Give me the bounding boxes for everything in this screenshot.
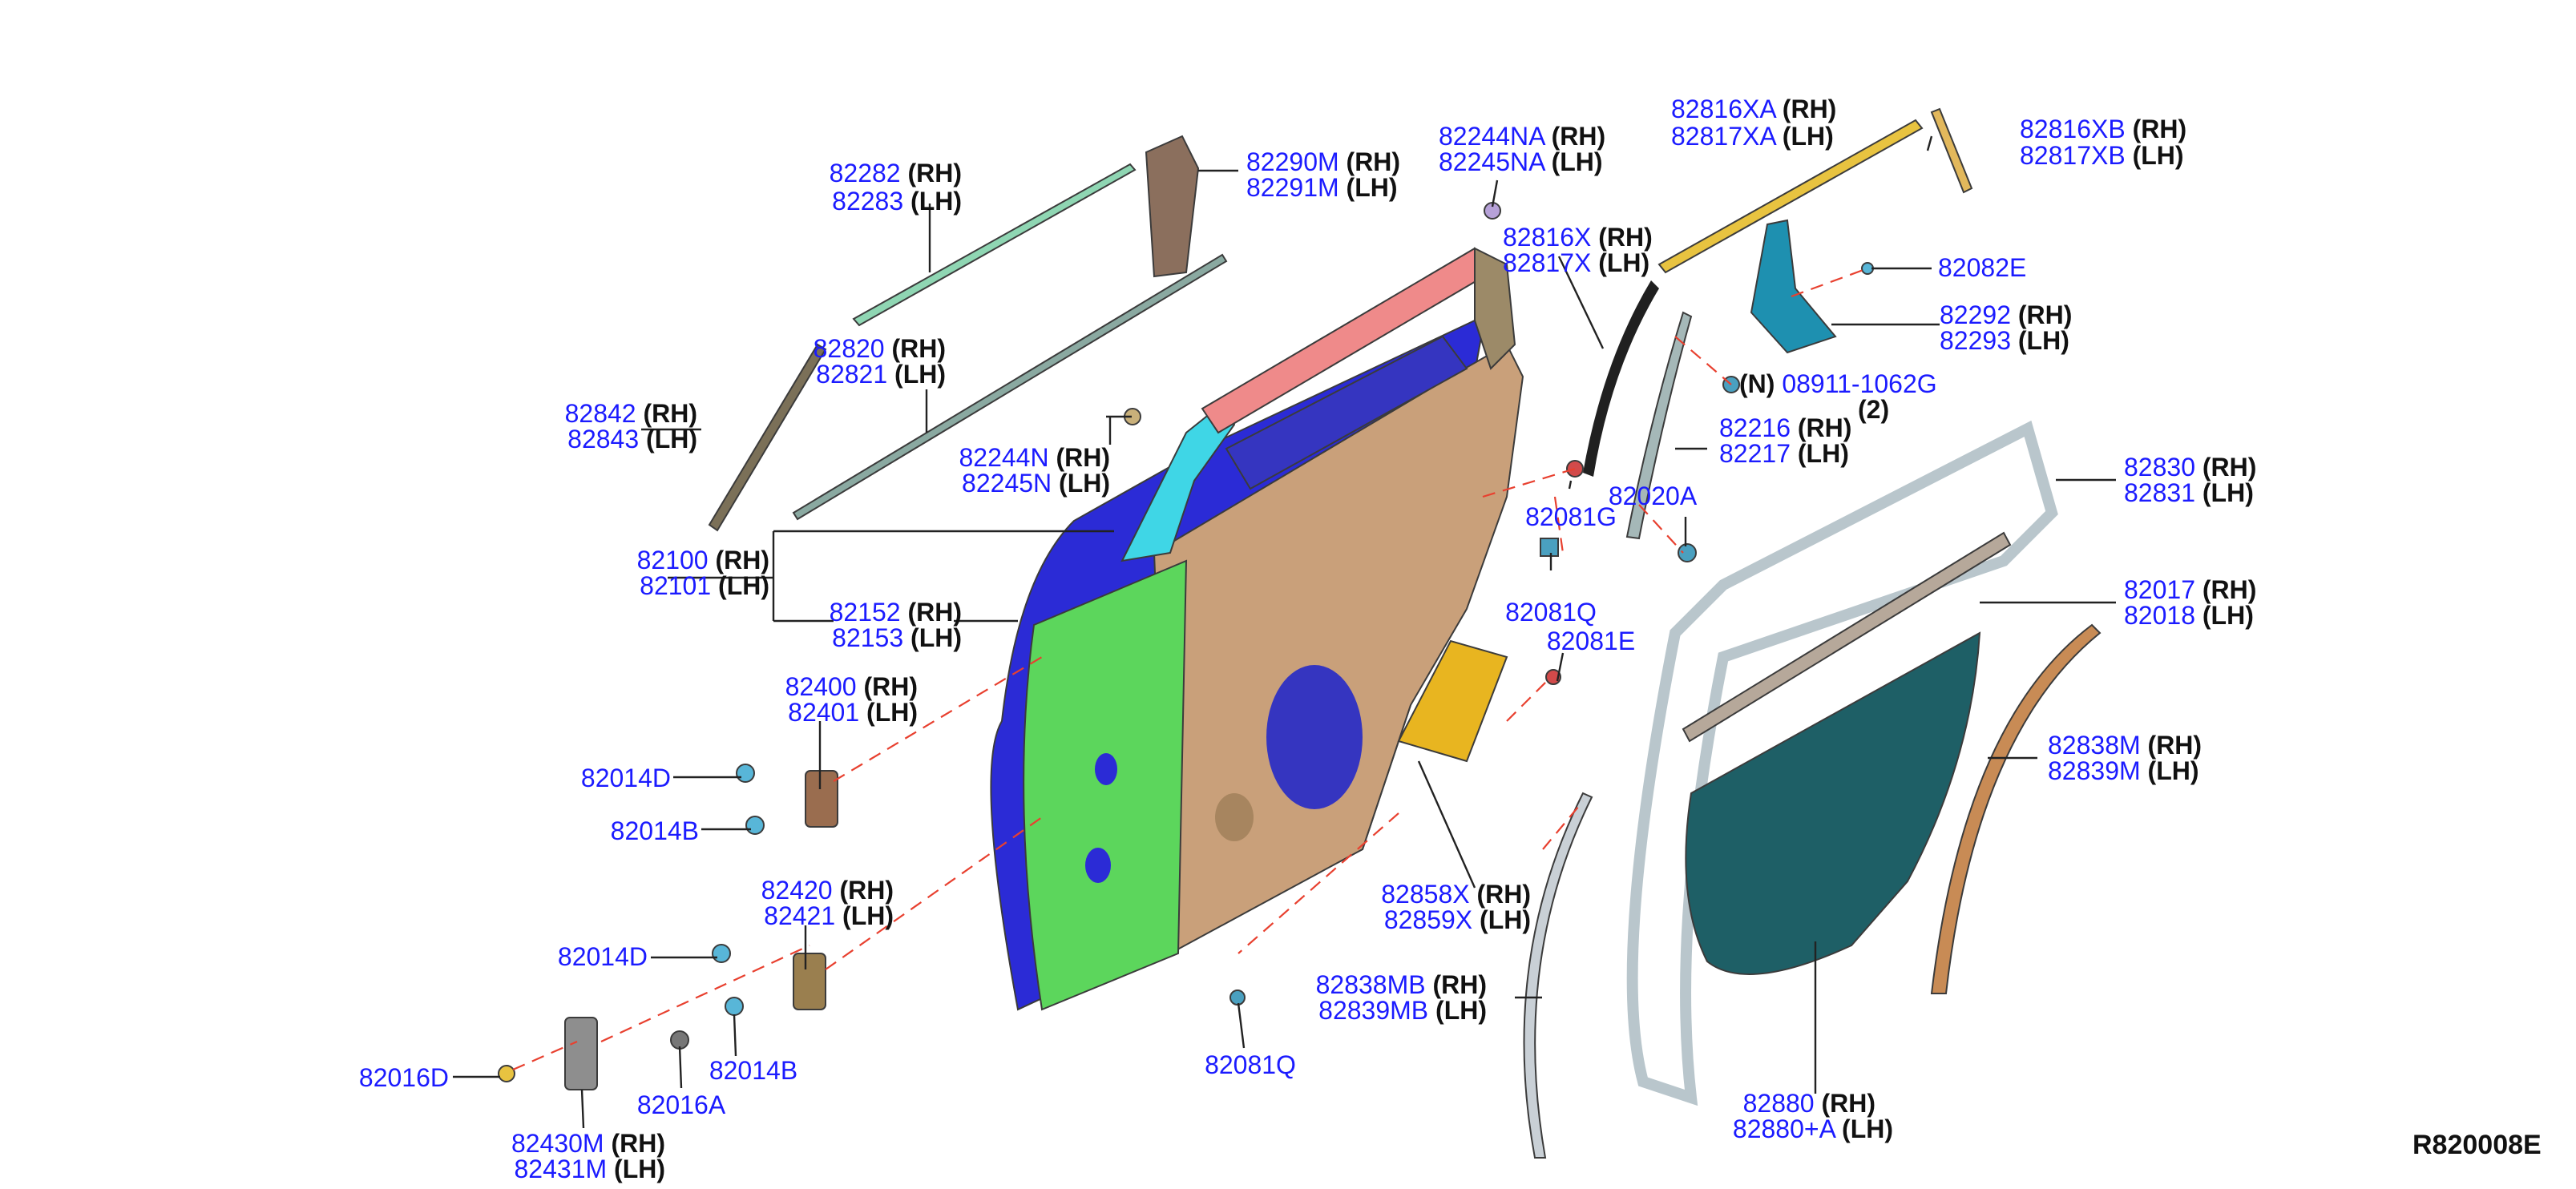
part-label: 82245N (LH) <box>962 469 1110 498</box>
part-label: 82017 (RH) <box>2124 575 2256 604</box>
part-label: 82431M (LH) <box>515 1155 666 1183</box>
part-label: 82293 (LH) <box>1940 326 2069 355</box>
part-label: 82216 (RH) <box>1719 413 1851 442</box>
part-label: 82830 (RH) <box>2124 453 2256 482</box>
part-label: 82245NA (LH) <box>1439 147 1603 176</box>
part-label: 82014B <box>709 1056 797 1085</box>
part-label: 82244NA (RH) <box>1439 122 1605 151</box>
guide-lines <box>512 267 1868 1071</box>
part-label: 82816X (RH) <box>1503 223 1653 252</box>
part-label: 82858X (RH) <box>1381 880 1531 909</box>
part-label: 82014B <box>611 816 699 845</box>
part-label: 82817XB (LH) <box>2020 141 2184 170</box>
part-label: 82838M (RH) <box>2048 731 2202 760</box>
part-label: 82018 (LH) <box>2124 601 2254 630</box>
part-label: 82839MB (LH) <box>1318 996 1487 1025</box>
part-label: 82816XA (RH) <box>1671 95 1836 123</box>
part-label: 82014D <box>558 942 648 971</box>
part-label: (2) <box>1858 395 1889 424</box>
part-label: 82283 (LH) <box>832 187 962 216</box>
part-label: 82020A <box>1609 482 1698 510</box>
part-label: 82016A <box>637 1090 726 1119</box>
part-label: 82817XA (LH) <box>1671 122 1834 151</box>
part-label: 82839M (LH) <box>2048 756 2199 785</box>
part-label: 82420 (RH) <box>761 876 894 905</box>
part-label: 82430M (RH) <box>511 1129 665 1158</box>
part-label: 82082E <box>1938 253 2026 282</box>
part-label: (N) 08911-1062G <box>1739 369 1937 398</box>
part-label: 82842 (RH) <box>565 399 697 428</box>
part-label: 82843 (LH) <box>567 425 697 453</box>
part-label: 82101 (LH) <box>640 571 769 600</box>
leader-lines <box>453 135 2116 1129</box>
part-label: 82217 (LH) <box>1719 439 1849 468</box>
part-label: 82081G <box>1525 502 1617 531</box>
part-label: 82016D <box>359 1063 449 1092</box>
part-label: 82816XB (RH) <box>2020 115 2186 143</box>
part-label: 82290M (RH) <box>1246 147 1400 176</box>
diagram-reference-code: R820008E <box>2412 1130 2542 1160</box>
part-label: 82282 (RH) <box>830 159 962 187</box>
part-label: 82081E <box>1547 627 1635 655</box>
part-label: 82152 (RH) <box>830 598 962 627</box>
part-label: 82421 (LH) <box>764 901 894 930</box>
part-label: 82831 (LH) <box>2124 478 2254 507</box>
part-label: 82081Q <box>1505 598 1597 627</box>
door-shell <box>990 247 1524 1011</box>
part-label: 82817X (LH) <box>1503 248 1649 277</box>
part-label: 82244N (RH) <box>959 443 1110 472</box>
part-label: 82153 (LH) <box>832 623 962 652</box>
part-label: 82880+A (LH) <box>1733 1114 1893 1143</box>
part-label: 82401 (LH) <box>788 698 918 727</box>
part-label: 82859X (LH) <box>1384 905 1531 934</box>
part-label: 82821 (LH) <box>816 360 946 389</box>
part-label: 82400 (RH) <box>785 672 918 701</box>
part-label: 82291M (LH) <box>1246 173 1398 202</box>
callout-labels: 82282 (RH) 82283 (LH) 82290M (RH) 82291M… <box>359 95 2257 1183</box>
part-label: 82100 (RH) <box>637 546 769 574</box>
part-label: 82820 (RH) <box>814 334 946 363</box>
part-label: 82880 (RH) <box>1743 1089 1875 1118</box>
part-label: 82292 (RH) <box>1940 300 2072 329</box>
part-label: 82014D <box>581 764 671 792</box>
part-label: 82838MB (RH) <box>1316 970 1487 999</box>
part-label: 82081Q <box>1205 1050 1296 1079</box>
